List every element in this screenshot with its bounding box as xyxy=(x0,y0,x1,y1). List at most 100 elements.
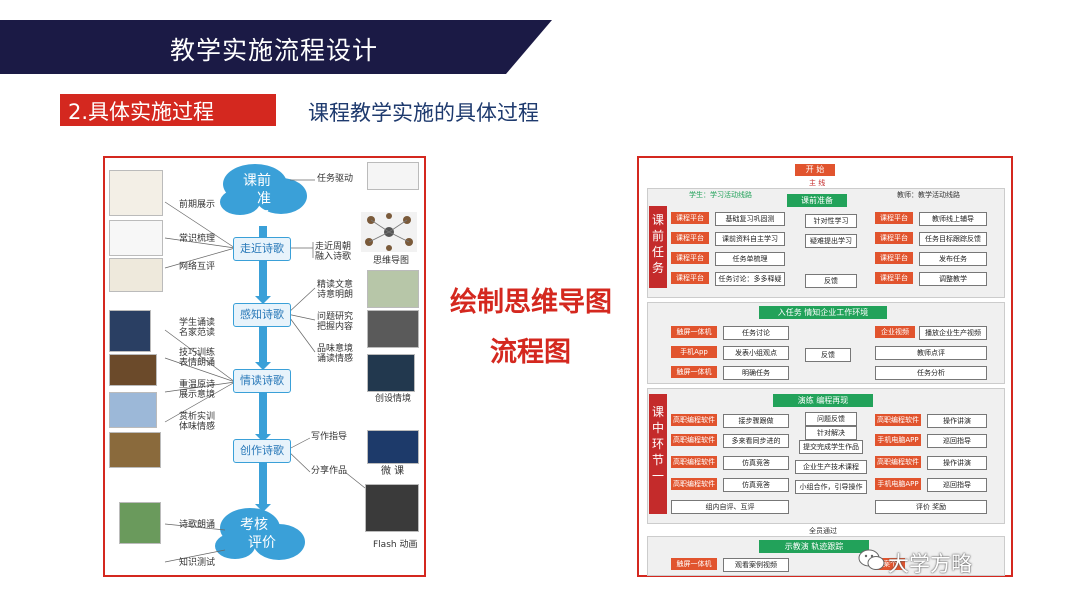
caption: 创设情境 xyxy=(375,394,412,404)
mid-note: 疑难提出学习 xyxy=(805,234,857,248)
section-label-box xyxy=(60,94,276,126)
center-title-line1: 绘制思维导图 xyxy=(450,287,612,318)
label-right: 走近周朝 xyxy=(315,242,352,252)
label-left: 技巧训练 xyxy=(179,348,216,358)
node-approach: 走近诗歌 xyxy=(233,237,291,261)
wechat-icon xyxy=(858,549,885,570)
device-tag: 触屏一体机 xyxy=(671,326,717,338)
platform-tag: 课程平台 xyxy=(671,252,709,264)
teacher-task: 任务目标跟踪反馈 xyxy=(919,232,987,246)
thumb-image xyxy=(367,162,419,190)
step-right: 任务分析 xyxy=(875,366,987,380)
software-tag: 高职编程软件 xyxy=(875,456,921,468)
center-title-line2: 流程图 xyxy=(490,337,571,368)
flow-mainline: 主 线 xyxy=(809,179,826,187)
end-cloud-text: 考核评价 xyxy=(240,517,276,551)
thumb-image xyxy=(109,310,151,352)
student-task: 课前资料自主学习 xyxy=(715,232,785,246)
thumb-image xyxy=(365,484,419,532)
software-tag: 高职编程软件 xyxy=(671,456,717,468)
label-left: 体味情感 xyxy=(179,422,216,432)
step-right-summary: 评价 奖励 xyxy=(875,500,987,514)
header-banner xyxy=(0,20,552,74)
platform-tag: 课程平台 xyxy=(875,212,913,224)
mind-map-thumb xyxy=(361,212,417,252)
thumb-image xyxy=(109,392,157,428)
student-task: 基础复习巩固测 xyxy=(715,212,785,226)
label-right: 精读文意 xyxy=(317,280,354,290)
label-left: 表情朗诵 xyxy=(179,358,216,368)
device-tag: 企业视频 xyxy=(875,326,915,338)
step-left: 多来看同步进的 xyxy=(723,434,789,448)
caption: 微 课 xyxy=(381,466,405,477)
stage4-title: 示教演 轨迹跟踪 xyxy=(759,540,869,553)
step-left: 接步骤跟做 xyxy=(723,414,789,428)
label-right: 问题研究 xyxy=(317,312,354,322)
thumb-image xyxy=(109,354,157,386)
teacher-task: 教师线上辅导 xyxy=(919,212,987,226)
thumb-image xyxy=(367,430,419,464)
thumb-image xyxy=(109,432,161,468)
step-left: 明确任务 xyxy=(723,366,789,380)
start-cloud xyxy=(220,164,307,215)
step-right: 操作讲演 xyxy=(927,414,987,428)
mid-note: 针对解决 xyxy=(805,426,857,440)
step-left-summary: 组内自评、互评 xyxy=(671,500,789,514)
label-left: 赏析实训 xyxy=(179,412,216,422)
mid-note: 企业生产技术课程 xyxy=(795,460,867,474)
label-right: 把握内容 xyxy=(317,322,354,332)
label-left: 知识测试 xyxy=(179,558,216,568)
thumb-image xyxy=(119,502,161,544)
mid-note: 提交完成学生作品 xyxy=(799,440,863,454)
pass-note: 全员通过 xyxy=(809,527,837,535)
section-label: 2.具体实施过程 xyxy=(68,100,215,124)
platform-tag: 课程平台 xyxy=(671,212,709,224)
section-description: 课程教学实施的具体过程 xyxy=(308,101,539,125)
node-read: 情读诗歌 xyxy=(233,369,291,393)
side-label-pre: 课前任务 xyxy=(649,206,667,288)
flow-start: 开 始 xyxy=(795,164,835,176)
device-tag: 手机App xyxy=(671,346,717,358)
device-tag: 触屏一体机 xyxy=(671,558,717,570)
mid-note: 问题反馈 xyxy=(805,412,857,426)
end-cloud xyxy=(215,508,305,560)
thumb-image xyxy=(109,170,163,216)
mind-map-panel: 课前准备 考核评价 走近诗歌 感知诗歌 情读诗歌 创作诗歌 前期展示 常识梳理 … xyxy=(103,156,426,577)
thumb-image xyxy=(109,258,163,292)
label-left: 常识梳理 xyxy=(179,234,216,244)
mid-note: 小组合作，引导操作 xyxy=(795,480,867,494)
label-left: 学生诵读 xyxy=(179,318,216,328)
step-right: 操作讲演 xyxy=(927,456,987,470)
label-right: 诗意明朗 xyxy=(317,290,354,300)
caption: 思维导图 xyxy=(373,256,410,266)
label-left: 网络互评 xyxy=(179,262,216,272)
software-tag: 高职编程软件 xyxy=(671,414,717,426)
label-left: 展示意境 xyxy=(179,390,216,400)
mind-map-lines xyxy=(164,164,366,563)
label-left: 诗歌朗诵 xyxy=(179,520,216,530)
step-left: 任务讨论 xyxy=(723,326,789,340)
label-right: 融入诗歌 xyxy=(315,252,352,262)
label-left: 名家范读 xyxy=(179,328,216,338)
side-label-mid: 课中环节一 xyxy=(649,394,667,514)
node-perceive: 感知诗歌 xyxy=(233,303,291,327)
page-title: 教学实施流程设计 xyxy=(170,36,379,65)
stage3-title: 演练 编程再现 xyxy=(773,394,873,407)
platform-tag: 课程平台 xyxy=(875,232,913,244)
software-tag: 高职编程软件 xyxy=(671,478,717,490)
software-tag: 高职编程软件 xyxy=(671,434,717,446)
mid-note: 反馈 xyxy=(805,274,857,288)
stage1-title: 课前准备 xyxy=(787,194,847,207)
stage2-title: 入任务 情知企业工作环境 xyxy=(759,306,887,319)
step-right: 巡回指导 xyxy=(927,478,987,492)
watermark-text: 大学方略 xyxy=(888,552,972,576)
step-left: 仿真竞答 xyxy=(723,456,789,470)
step-right: 巡回指导 xyxy=(927,434,987,448)
platform-tag: 课程平台 xyxy=(875,272,913,284)
label-right: 诵读情感 xyxy=(317,354,354,364)
label-left: 重温原诗 xyxy=(179,380,216,390)
mid-note: 反馈 xyxy=(805,348,851,362)
col-student: 学生：学习活动线路 xyxy=(689,191,752,199)
label-right: 分享作品 xyxy=(311,466,348,476)
caption: Flash 动画 xyxy=(373,540,418,550)
